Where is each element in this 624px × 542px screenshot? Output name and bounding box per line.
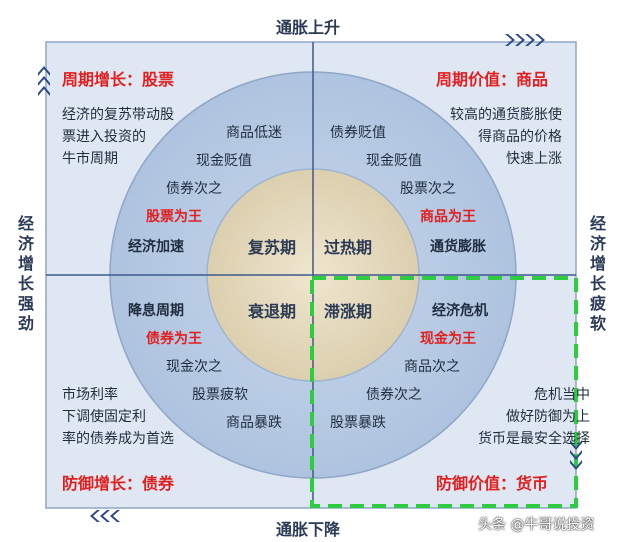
axis-right-char: 软: [589, 314, 606, 333]
ring-label: 现金贬值: [196, 153, 252, 169]
axis-bottom-label: 通胀下降: [276, 520, 341, 539]
phase-recession: 衰退期: [248, 302, 297, 321]
axis-left-char: 长: [17, 274, 34, 293]
desc-line: 经济的复苏带动股: [62, 107, 174, 123]
arrows-up-icon: [38, 66, 50, 96]
desc-line: 票进入投资的: [62, 129, 146, 145]
desc-line: 牛市周期: [62, 151, 118, 167]
ring-label: 商品低迷: [226, 125, 282, 141]
axis-left-label: 经 济 增 长 强 劲: [16, 214, 36, 334]
desc-line: 较高的通货膨胀使: [450, 107, 562, 123]
quadrant-desc-tl: 经济的复苏带动股 票进入投资的 牛市周期: [62, 104, 174, 170]
highlight-dashed-box: [310, 276, 578, 508]
ring-label: 商品暴跌: [226, 415, 282, 431]
axis-right-char: 长: [589, 274, 606, 293]
quadrant-title-br: 防御价值：货币: [436, 474, 549, 493]
quadrant-title-tr: 周期价值：商品: [436, 70, 549, 89]
desc-line: 下调使固定利: [62, 409, 146, 425]
phase-overheat: 过热期: [324, 238, 373, 257]
axis-left-char: 劲: [17, 314, 34, 333]
ring-label: 股票暴跌: [330, 415, 386, 431]
arrows-right-icon: [505, 34, 545, 46]
desc-line: 率的债券成为首选: [62, 431, 174, 447]
ring-label-bold: 通货膨胀: [430, 239, 486, 255]
ring-label: 股票次之: [400, 181, 456, 197]
axis-right-char: 济: [589, 234, 606, 253]
axis-left-char: 经: [17, 214, 34, 233]
desc-line: 得商品的价格: [478, 129, 562, 145]
desc-line: 危机当中: [534, 387, 590, 403]
axis-right-char: 经: [589, 214, 606, 233]
ring-label-bold: 经济危机: [432, 303, 488, 319]
ring-label-highlight: 股票为王: [146, 209, 202, 225]
axis-right-char: 疲: [589, 294, 606, 313]
ring-label: 现金贬值: [366, 153, 422, 169]
axis-left-char: 强: [17, 294, 34, 313]
axis-top-label: 通胀上升: [276, 18, 341, 37]
desc-line: 快速上涨: [506, 151, 562, 167]
quadrant-desc-br: 危机当中 做好防御为上 货币是最安全选择: [478, 384, 590, 450]
ring-label-bold: 降息周期: [128, 303, 184, 319]
desc-line: 做好防御为上: [506, 409, 590, 425]
ring-label: 商品次之: [404, 359, 460, 375]
ring-label: 现金次之: [166, 359, 222, 375]
desc-line: 市场利率: [62, 387, 118, 403]
phase-recovery: 复苏期: [248, 238, 297, 257]
phase-stagflation: 滞涨期: [324, 302, 373, 321]
ring-label: 债券贬值: [330, 125, 386, 141]
ring-label: 债券次之: [166, 181, 222, 197]
arrows-left-icon: [90, 510, 120, 522]
watermark: 头条 @牛哥说投资: [478, 517, 595, 533]
ring-label-highlight: 商品为王: [420, 209, 476, 225]
axis-right-label: 经 济 增 长 疲 软: [588, 214, 608, 334]
axis-right-char: 增: [589, 254, 606, 273]
arrows-down-icon: [570, 440, 582, 470]
ring-label: 债券次之: [366, 387, 422, 403]
axis-left-char: 增: [17, 254, 34, 273]
quadrant-title-tl: 周期增长：股票: [62, 70, 175, 89]
quadrant-title-bl: 防御增长：债券: [62, 474, 175, 493]
quadrant-desc-bl: 市场利率 下调使固定利 率的债券成为首选: [62, 384, 174, 450]
quadrant-desc-tr: 较高的通货膨胀使 得商品的价格 快速上涨: [450, 104, 562, 170]
ring-label-highlight: 现金为王: [420, 331, 476, 347]
ring-label-bold: 经济加速: [128, 239, 184, 255]
ring-label: 股票疲软: [192, 387, 248, 403]
ring-label-highlight: 债券为王: [146, 331, 202, 347]
axis-left-char: 济: [17, 234, 34, 253]
desc-line: 货币是最安全选择: [478, 431, 590, 447]
